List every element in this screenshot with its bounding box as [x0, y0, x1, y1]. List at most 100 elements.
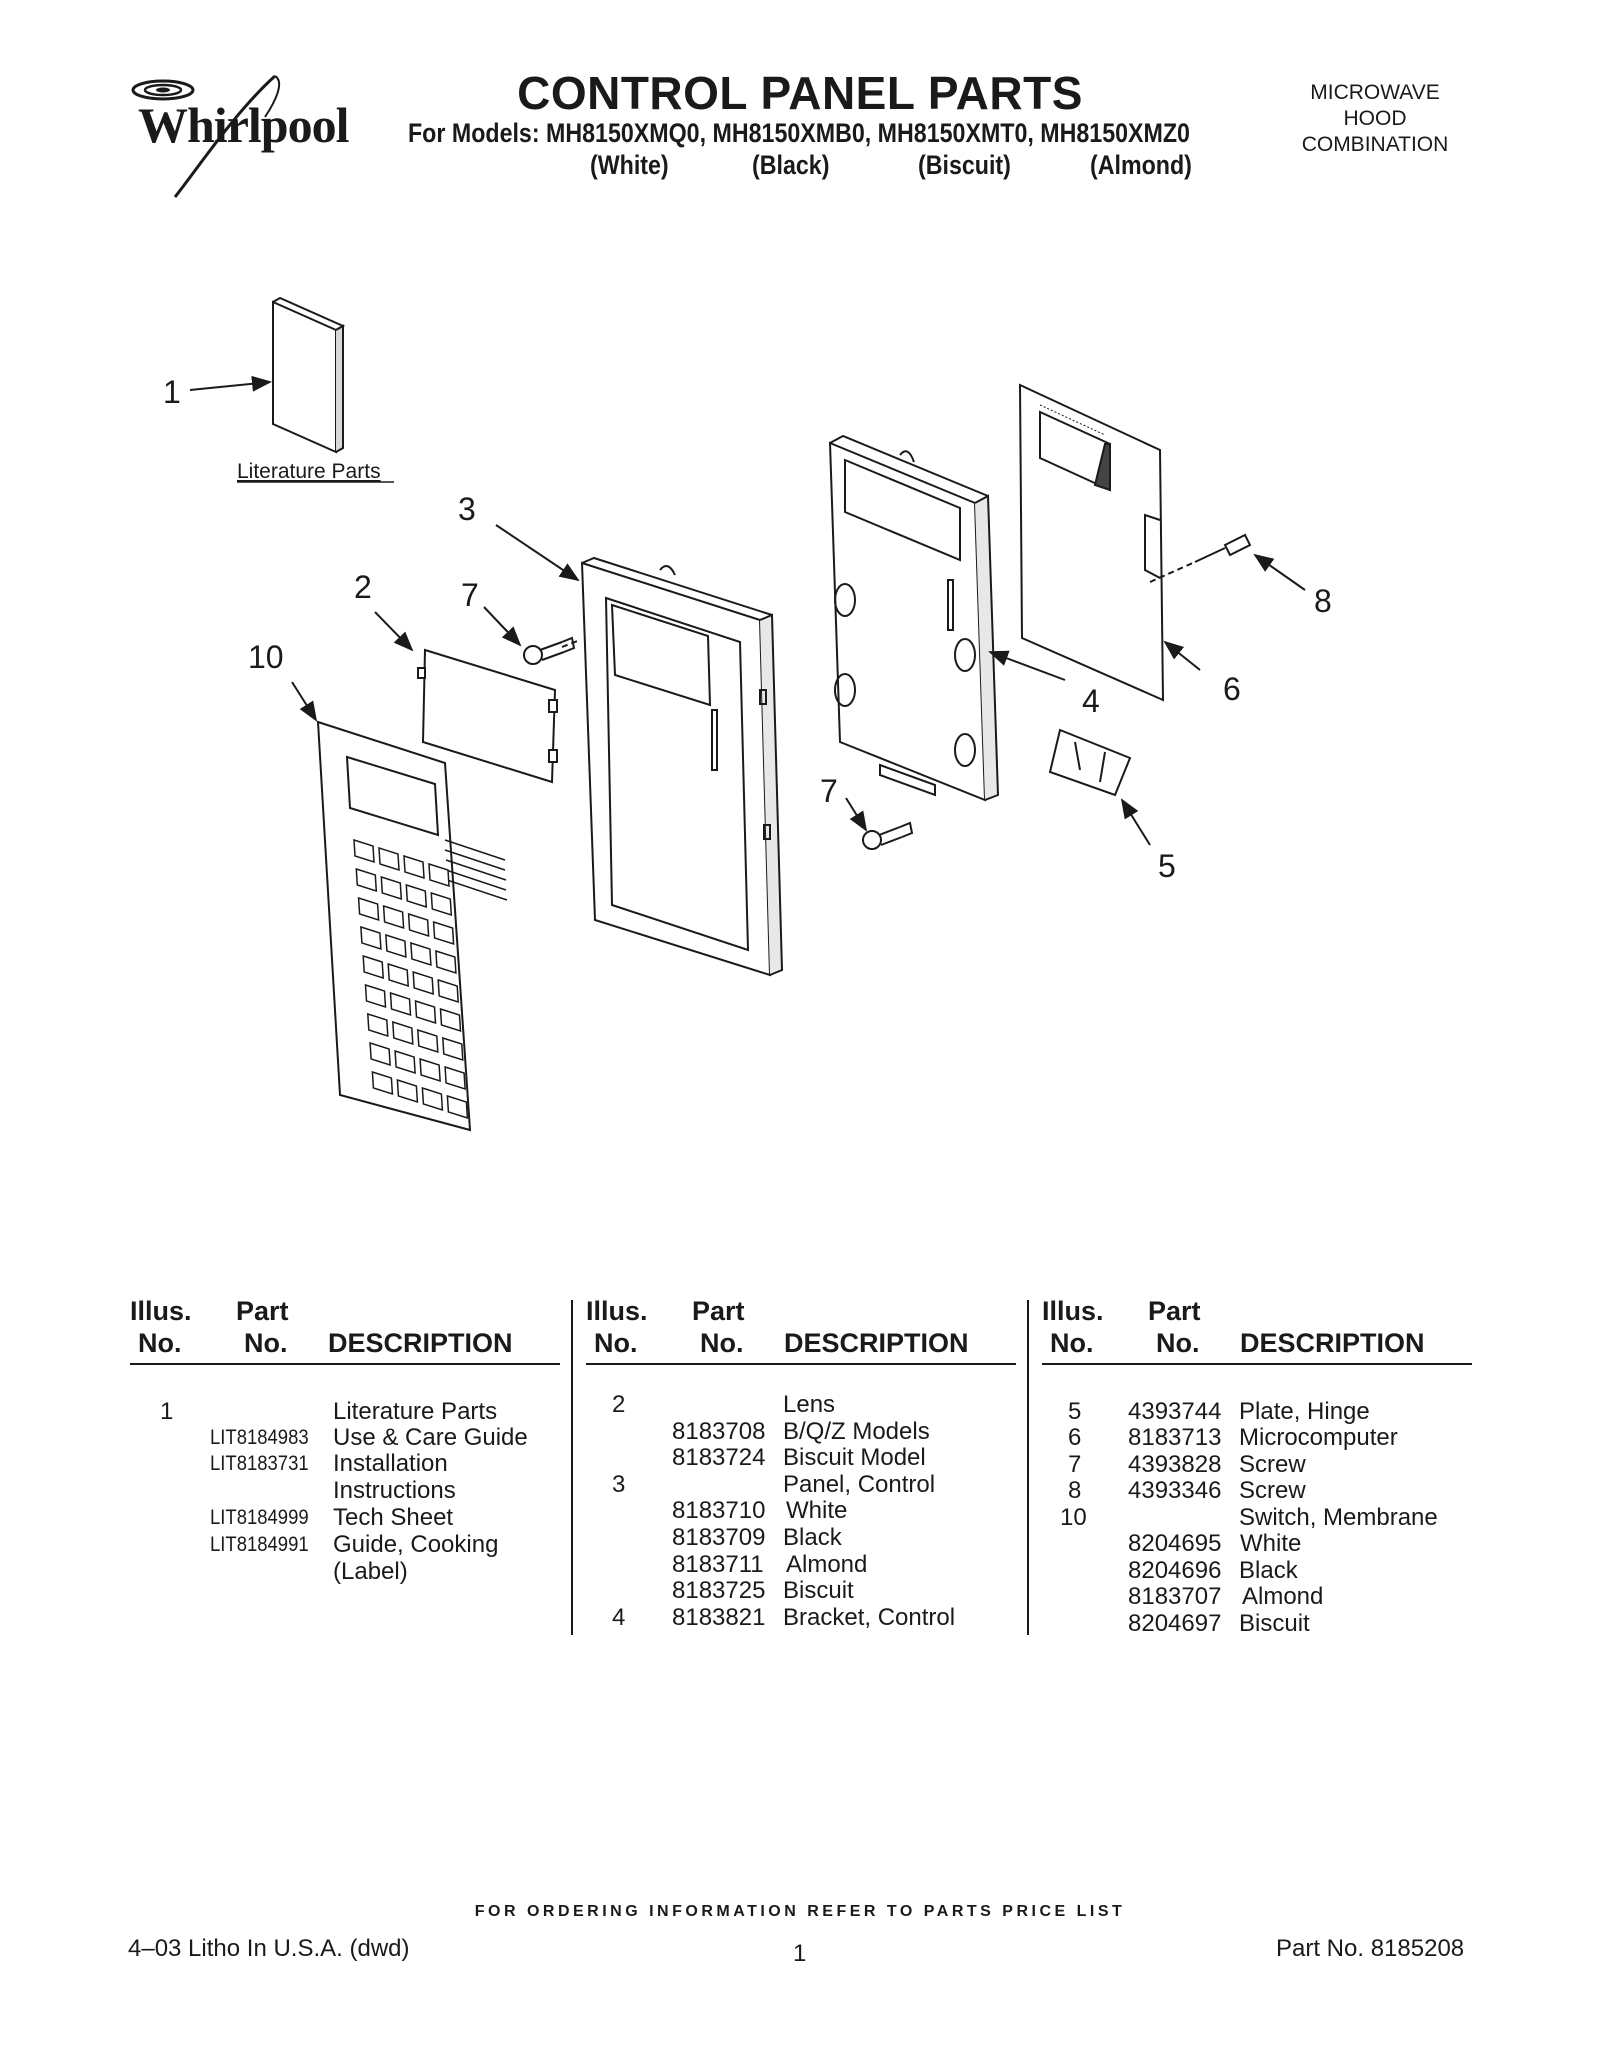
keypad-key: [410, 941, 432, 967]
keypad-key: [396, 1078, 419, 1104]
keypad-key: [446, 1094, 469, 1120]
keypad-key: [389, 991, 412, 1017]
microcomputer-part: [1018, 383, 1165, 702]
keypad-key: [444, 1065, 466, 1091]
part-no-cell: 4393744: [1128, 1398, 1222, 1425]
keypad-key: [382, 904, 405, 930]
control-panel-part: [580, 556, 784, 977]
part-no-cell: 8183708: [672, 1418, 766, 1445]
description-cell: Installation: [333, 1450, 448, 1477]
keypad-key: [414, 999, 437, 1025]
keypad-key: [364, 983, 387, 1009]
part-no-cell: LIT8183731: [210, 1452, 309, 1475]
part-no-cell: 8183711: [672, 1551, 764, 1578]
keypad-key: [428, 862, 450, 888]
brand-wordmark: Whirlpool: [138, 97, 349, 153]
keypad-key: [419, 1057, 441, 1083]
description-cell: Microcomputer: [1239, 1424, 1398, 1451]
category-line: HOOD: [1343, 107, 1407, 130]
col-header-illus-no: No.: [594, 1328, 638, 1358]
col-header-part: Part: [692, 1296, 745, 1326]
callout-label: 1: [163, 374, 181, 410]
col-header-description: DESCRIPTION: [1240, 1328, 1425, 1358]
column-divider: [571, 1300, 573, 1635]
description-cell: Use & Care Guide: [333, 1424, 528, 1451]
col-header-illus: Illus.: [1042, 1296, 1104, 1326]
description-cell: (Label): [333, 1558, 408, 1585]
color-label-white: (White): [590, 150, 669, 180]
keypad-key: [357, 896, 380, 922]
keypad-key: [353, 838, 375, 864]
keypad-key: [360, 925, 382, 951]
color-label-black: (Black): [752, 150, 830, 180]
callout-leader: [845, 797, 868, 832]
callout-label: 8: [1314, 583, 1332, 619]
part-no-cell: 8183710: [672, 1497, 766, 1524]
product-category: MICROWAVE HOOD COMBINATION: [1280, 80, 1470, 158]
description-cell: Black: [783, 1524, 842, 1551]
description-cell: Biscuit: [1239, 1610, 1310, 1637]
col-header-description: DESCRIPTION: [328, 1328, 513, 1358]
description-cell: Switch, Membrane: [1239, 1504, 1438, 1531]
ordering-note: FOR ORDERING INFORMATION REFER TO PARTS …: [474, 1903, 1126, 1920]
whirlpool-logo-icon: [131, 74, 281, 198]
illus-no-cell: 6: [1068, 1424, 1082, 1451]
illus-no-cell: 7: [1068, 1451, 1082, 1478]
description-cell: Almond: [1242, 1583, 1324, 1610]
part-number: Part No. 8185208: [1276, 1935, 1465, 1962]
description-cell: Literature Parts: [333, 1398, 498, 1425]
keypad-key: [394, 1049, 416, 1075]
part-no-cell: LIT8184983: [210, 1426, 309, 1449]
description-cell: Instructions: [333, 1477, 456, 1504]
keypad-key: [366, 1012, 389, 1038]
callout-leader: [374, 611, 414, 652]
col-header-part-no: No.: [244, 1328, 288, 1358]
color-label-biscuit: (Biscuit): [918, 150, 1011, 180]
lens-part: [417, 648, 558, 784]
exploded-parts-diagram: 1 2 3 4 5 6 7 7 8 10 Literature Parts: [163, 296, 1332, 1132]
category-line: MICROWAVE: [1310, 81, 1440, 104]
part-no-cell: 8204696: [1128, 1557, 1222, 1584]
col-header-illus: Illus.: [586, 1296, 648, 1326]
description-cell: Biscuit: [783, 1577, 854, 1604]
keypad-key: [387, 962, 410, 988]
color-label-almond: (Almond): [1090, 150, 1192, 180]
literature-booklet-part: [272, 296, 346, 454]
part-no-cell: LIT8184991: [210, 1533, 309, 1556]
callout-label: 10: [248, 639, 284, 675]
part-no-cell: 8204697: [1128, 1610, 1222, 1637]
description-cell: Tech Sheet: [333, 1504, 454, 1531]
header-rule: [130, 1363, 560, 1365]
part-no-cell: 8204695: [1128, 1530, 1222, 1557]
header-rule: [586, 1363, 1016, 1365]
keypad-key: [369, 1041, 391, 1067]
description-cell: Lens: [783, 1391, 836, 1418]
keypad-key: [403, 854, 425, 880]
description-cell: Plate, Hinge: [1239, 1398, 1370, 1425]
callout-label: 6: [1223, 671, 1241, 707]
keypad-key: [412, 970, 435, 996]
part-no-cell: 4393346: [1128, 1477, 1222, 1504]
callout-leader: [988, 650, 1066, 681]
control-bracket-part: [828, 434, 1000, 802]
keypad-key: [441, 1036, 464, 1062]
part-no-cell: 8183713: [1128, 1424, 1222, 1451]
part-no-cell: LIT8184999: [210, 1506, 309, 1529]
dash-leader: [561, 639, 581, 648]
description-cell: Screw: [1239, 1477, 1306, 1504]
callout-label: 7: [820, 773, 838, 809]
col-header-illus-no: No.: [138, 1328, 182, 1358]
description-cell: Screw: [1239, 1451, 1306, 1478]
keypad-key: [439, 1007, 462, 1033]
hinge-plate-part: [1048, 728, 1132, 797]
models-line: For Models: MH8150XMQ0, MH8150XMB0, MH81…: [408, 118, 1190, 148]
part-no-cell: 8183821: [672, 1604, 766, 1631]
description-cell: Black: [1239, 1557, 1298, 1584]
col-header-part-no: No.: [700, 1328, 744, 1358]
keypad-key: [378, 846, 400, 872]
description-cell: Guide, Cooking: [333, 1531, 499, 1558]
screw-part: [1194, 533, 1252, 563]
col-header-part: Part: [236, 1296, 289, 1326]
keypad-key: [371, 1070, 394, 1096]
page-number: 1: [793, 1940, 807, 1967]
